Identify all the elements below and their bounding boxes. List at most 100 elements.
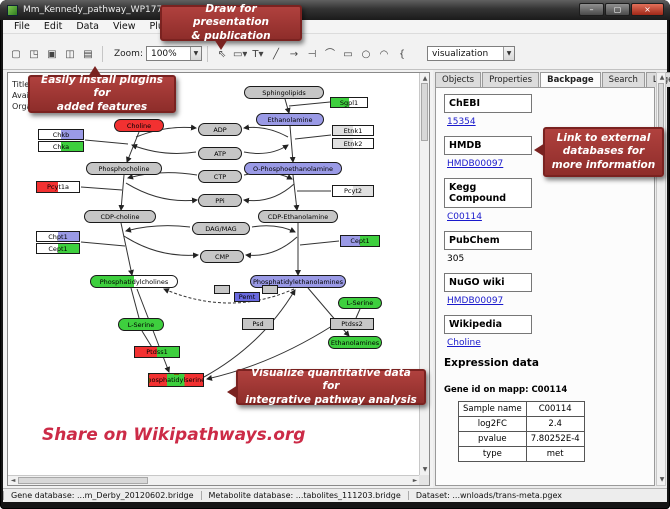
scroll-up-icon[interactable]: ▲ [422, 75, 428, 82]
etnk1-node[interactable]: Etnk1 [332, 125, 374, 136]
backpage-section-header: PubChem [444, 231, 532, 250]
tab-search[interactable]: Search [601, 72, 645, 87]
ppi-node[interactable]: PPi [198, 194, 242, 207]
scrollbar-thumb[interactable] [421, 83, 428, 141]
phosphatidylserines-node[interactable]: Phosphatidylserines [148, 373, 204, 387]
selection-handle[interactable] [203, 386, 204, 387]
tab-objects[interactable]: Objects [435, 72, 482, 87]
cdp-ethanolamine-node[interactable]: CDP-Ethanolamine [258, 210, 338, 223]
chevron-down-icon[interactable]: ▼ [503, 47, 514, 60]
scrollbar-thumb[interactable] [18, 477, 148, 484]
l-serine-right-node[interactable]: L-Serine [338, 297, 382, 309]
dag-mag-node[interactable]: DAG/MAG [192, 222, 250, 235]
selection-handle[interactable] [174, 374, 179, 375]
pcyt2-node[interactable]: Pcyt2 [332, 185, 374, 197]
scroll-left-icon[interactable]: ◄ [10, 477, 16, 484]
selection-handle[interactable] [203, 373, 204, 375]
selection-handle[interactable] [149, 378, 150, 383]
callout-line: more information [551, 158, 656, 171]
selection-handle[interactable] [174, 386, 179, 387]
cept1-right-node[interactable]: Cept1 [340, 235, 380, 247]
scroll-down-icon[interactable]: ▼ [659, 476, 665, 483]
brace-tool-icon[interactable]: { [398, 48, 406, 60]
oval-tool-icon[interactable]: ○ [361, 48, 371, 60]
minimize-button[interactable]: – [579, 3, 604, 16]
backpage-link[interactable]: 15354 [447, 117, 476, 127]
pathway-drawing-area[interactable]: Title:Availability:Organism: Share on Wi… [8, 73, 420, 476]
line-tool-icon[interactable]: ╱ [272, 48, 279, 60]
chkb-node[interactable]: Chkb [38, 129, 84, 140]
selection-handle[interactable] [149, 374, 150, 375]
ptdss1-node[interactable]: Ptdss1 [134, 346, 180, 358]
choline-node[interactable]: Choline [114, 119, 164, 132]
psd-node[interactable]: Psd [242, 318, 274, 330]
o-phosphoethanolamine-node[interactable]: O-Phosphoethanolamine [244, 162, 342, 175]
canvas-vertical-scrollbar[interactable]: ▲ ▼ [419, 73, 429, 476]
sgpl1-node[interactable]: Sgpl1 [330, 97, 368, 108]
phosphatidylethanolamines-node[interactable]: Phosphatidylethanolamines [250, 275, 346, 288]
paste-icon[interactable]: ▤ [83, 48, 93, 60]
selection-handle[interactable] [148, 386, 150, 387]
rectangle-tool-icon[interactable]: ▭ [343, 48, 353, 60]
arc-tool-icon[interactable]: ◠ [379, 48, 389, 60]
chevron-down-icon[interactable]: ▼ [189, 47, 201, 60]
backpage-link[interactable]: Choline [447, 338, 481, 348]
backpage-link[interactable]: C00114 [447, 212, 482, 222]
chka-node[interactable]: Chka [38, 141, 84, 152]
menu-item-data[interactable]: Data [76, 21, 99, 32]
scroll-down-icon[interactable]: ▼ [422, 466, 428, 473]
l-serine-left-node[interactable]: L-Serine [118, 318, 164, 331]
copy-icon[interactable]: ◫ [65, 48, 75, 60]
status-segment: Gene database: ...m_Derby_20120602.bridg… [3, 491, 201, 500]
tab-properties[interactable]: Properties [482, 72, 540, 87]
tab-backpage[interactable]: Backpage [540, 72, 601, 87]
backpage-link[interactable]: HMDB00097 [447, 159, 504, 169]
scroll-up-icon[interactable]: ▲ [659, 74, 665, 81]
datanode-tool-icon[interactable]: ▭▾ [232, 48, 248, 60]
title-bar[interactable]: Mm_Kennedy_pathway_WP1771_45176.gpml –▢× [0, 0, 670, 20]
ethanolamine-node[interactable]: Ethanolamine [256, 113, 324, 126]
pcyt1a-node[interactable]: Pcyt1a [36, 181, 80, 193]
selection-tool-icon[interactable]: ⇖ [217, 48, 227, 60]
phosphatidylcholines-node[interactable]: Phosphatidylcholines [90, 275, 178, 288]
adp-node[interactable]: ADP [198, 123, 242, 136]
callout-external-databases: Link to external databases for more info… [534, 127, 664, 177]
gene-box-a-node[interactable] [214, 285, 230, 294]
node-label: Ptdss1 [146, 348, 168, 356]
open-icon[interactable]: ◳ [29, 48, 39, 60]
cept1-left-node[interactable]: Cept1 [36, 243, 80, 254]
zoom-combobox[interactable]: 100% ▼ [145, 46, 202, 61]
canvas-horizontal-scrollbar[interactable]: ◄ ► [8, 475, 420, 485]
maximize-button[interactable]: ▢ [605, 3, 630, 16]
chpt1-node[interactable]: Chpt1 [36, 231, 80, 242]
etnk2-node[interactable]: Etnk2 [332, 138, 374, 149]
gene-box-b-node[interactable] [262, 285, 278, 294]
save-icon[interactable]: ▣ [47, 48, 57, 60]
curve-tool-icon[interactable]: ⌒ [324, 48, 335, 60]
client-area: FileEditDataViewPluginsHelp ▢◳▣◫▤ Zoom: … [3, 20, 670, 502]
ethanolamines-node[interactable]: Ethanolamines [328, 336, 382, 349]
selection-handle[interactable] [203, 378, 204, 383]
atp-node[interactable]: ATP [198, 147, 242, 160]
new-file-icon[interactable]: ▢ [11, 48, 21, 60]
label-tool-icon[interactable]: T▾ [252, 48, 264, 60]
ptdss2-node[interactable]: Ptdss2 [330, 318, 374, 330]
scroll-right-icon[interactable]: ► [412, 477, 418, 484]
menu-item-edit[interactable]: Edit [43, 21, 63, 32]
menu-item-file[interactable]: File [14, 21, 30, 32]
cmp-node[interactable]: CMP [200, 250, 244, 263]
phosphocholine-node[interactable]: Phosphocholine [86, 162, 162, 175]
visualization-combobox[interactable]: visualization ▼ [427, 46, 515, 61]
drawing-tools-group: ⇖ ▭▾ T▾ ╱ → ⊣ ⌒ ▭ ○ ◠ { [213, 46, 411, 62]
ctp-node[interactable]: CTP [198, 170, 242, 183]
arrow-tool-icon[interactable]: → [289, 48, 299, 60]
sphingolipids-node[interactable]: Sphingolipids [244, 86, 324, 99]
close-button[interactable]: × [631, 3, 664, 16]
zoom-label: Zoom: [114, 48, 143, 59]
tbar-tool-icon[interactable]: ⊣ [307, 48, 317, 60]
backpage-link[interactable]: HMDB00097 [447, 296, 504, 306]
menu-item-view[interactable]: View [113, 21, 136, 32]
cdp-choline-node[interactable]: CDP-choline [84, 210, 156, 223]
pemt-node[interactable]: Pemt [234, 292, 260, 302]
